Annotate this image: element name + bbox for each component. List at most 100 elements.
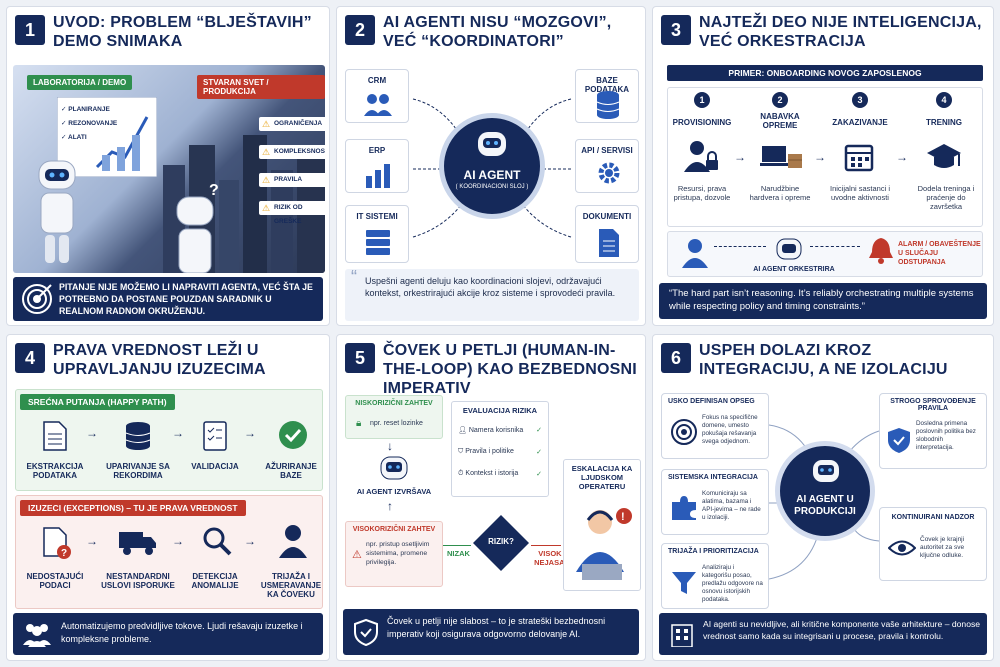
section-number: 2 <box>345 15 375 45</box>
laptop-box-icon <box>760 146 802 168</box>
integration-card: STROGO SPROVOĐENJE PRAVILA Dosledna prim… <box>879 393 987 469</box>
dashed-arrow <box>714 246 766 247</box>
integration-card: SISTEMSKA INTEGRACIJA Komuniciraju sa al… <box>661 469 769 535</box>
happy-path-group: SREĆNA PUTANJA (HAPPY PATH) EKSTRAKCIJA … <box>15 389 323 491</box>
coordinators-quote: “ Uspešni agenti deluju kao koordinacion… <box>345 268 639 321</box>
truck-icon <box>119 532 156 555</box>
person-icon <box>279 525 307 558</box>
section-number: 4 <box>15 343 45 373</box>
section-number: 6 <box>661 343 691 373</box>
section-title: Uvod: Problem “bljeŠtavih” demo snimaka <box>53 14 312 50</box>
step-number: 1 <box>694 92 710 108</box>
alarm-bell-icon <box>869 238 893 264</box>
check-icon: ✓ <box>536 427 542 434</box>
panel-human-in-the-loop: 5 Čovek u petlji (Human-in-the-loop) kao… <box>336 334 646 661</box>
warning-icon: ⚠ <box>352 549 362 561</box>
lab-item: ✓ PLANIRANJE <box>61 106 110 113</box>
arrow-right-icon: → <box>86 534 98 548</box>
confused-robot-icon: ? <box>176 183 219 273</box>
agent-executes-label: AI AGENT IZVRŠAVA <box>356 487 432 496</box>
magnifier-icon <box>203 527 232 556</box>
step-desc: Inicijalni sastanci i uvodne aktivnosti <box>829 184 891 202</box>
card-header: USKO DEFINISAN OPSEG <box>668 398 755 405</box>
high-risk-example: npr. pristup osetljivim sistemima, prome… <box>366 541 430 566</box>
warning-item: PRAVILA <box>259 173 325 187</box>
shield-icon <box>354 618 378 646</box>
low-branch-line <box>443 545 471 546</box>
quote-text: “The hard part isn’t reasoning. It’s rel… <box>669 288 974 312</box>
eval-item: ⛉ Pravila i politike✓ <box>458 448 542 456</box>
panel-intro: 1 Uvod: Problem “bljeŠtavih” demo snimak… <box>6 6 330 326</box>
section-title: Čovek u petlji (Human-in-the-loop) kao b… <box>383 342 637 397</box>
gear-icon <box>598 162 620 184</box>
arrow-right-icon: → <box>814 150 826 164</box>
orchestration-row: AI AGENT ORKESTRIRA ALARM / OBAVEŠTENJE … <box>667 231 983 277</box>
card-desc: Fokus na specifične domene, umesto pokuš… <box>702 414 758 445</box>
document-icon <box>599 229 619 257</box>
funnel-icon <box>672 572 696 594</box>
risk-evaluation-header: EVALUACIJA RIZIKA <box>462 406 538 415</box>
svg-text:?: ? <box>209 183 219 199</box>
missing-document-icon: ? <box>43 527 71 559</box>
escalation-box: ESKALACIJA KA LJUDSKOM OPERATERU ! <box>563 459 641 591</box>
section-title: AI agenti nisu “mozgovi”, već “koordinat… <box>383 14 612 50</box>
user-lock-icon <box>684 141 718 172</box>
onboarding-steps: 1 PROVISIONING Resursi, prava pristupa, … <box>667 87 983 227</box>
risk-diamond <box>473 515 529 571</box>
panel-integration: 6 Uspeh dolazi kroz integraciju, a ne iz… <box>652 334 994 661</box>
callout-text: Čovek u petlji nije slabost – to je stra… <box>387 616 606 639</box>
real-world-tag: STVARAN SVET / PRODUKCIJA <box>197 75 325 99</box>
hub-subtitle: ( KOORDINACIONI SLOJ ) <box>455 184 529 190</box>
production-agent-hub: AI AGENT U PRODUKCIJI <box>775 441 875 541</box>
ai-agent-hub: AI AGENT ( KOORDINACIONI SLOJ ) <box>439 113 545 219</box>
system-box-crm: CRM <box>345 69 409 123</box>
bar-chart-icon <box>366 164 390 188</box>
panel-exceptions: 4 Prava vrednost leži u upravljanju izuz… <box>6 334 330 661</box>
system-box-documents: DOKUMENTI <box>575 205 639 263</box>
integration-card: KONTINUIRANI NADZOR Čovek je krajnji aut… <box>879 507 987 581</box>
intro-callout-text: PITANJE NIJE MOŽEMO LI NAPRAVITI AGENTA,… <box>59 282 313 316</box>
check-circle-icon <box>279 421 307 449</box>
check-icon: ✓ <box>536 449 542 456</box>
lab-item: ✓ REZONOVANJE <box>61 120 118 127</box>
hub-title: AI AGENT <box>463 168 521 182</box>
high-branch-line <box>531 545 561 546</box>
check-icon: ✓ <box>536 471 542 478</box>
database-icon <box>596 91 620 119</box>
system-box-it: IT SISTEMI <box>345 205 409 263</box>
happy-path-header: SREĆNA PUTANJA (HAPPY PATH) <box>20 394 175 410</box>
arrow-right-icon: → <box>244 426 256 440</box>
checklist-icon <box>203 421 227 451</box>
hitl-callout: Čovek u petlji nije slabost – to je stra… <box>343 609 639 655</box>
system-box-erp: ERP <box>345 139 409 193</box>
exceptions-callout: Automatizujemo predvidljive tokove. Ljud… <box>13 613 323 655</box>
arrow-right-icon: → <box>172 426 184 440</box>
card-desc: Čovek je krajnji autoritet za sve ključn… <box>920 536 965 559</box>
robot-head-icon <box>478 132 506 156</box>
happy-step-label: VALIDACIJA <box>191 462 239 471</box>
panel-orchestration: 3 Najteži deo nije inteligencija, već or… <box>652 6 994 326</box>
arrow-right-icon: → <box>244 534 256 548</box>
arrow-right-icon: → <box>734 150 746 164</box>
step-desc: Dodela treninga i praćenje do završetka <box>917 184 975 211</box>
lab-demo-tag: LABORATORIJA / DEMO <box>27 75 133 90</box>
risk-question: RIZIK? <box>488 537 514 546</box>
alarm-label: ALARM / OBAVEŠTENJE U SLUČAJU ODSTUPANJA <box>898 241 981 266</box>
whiteboard-chart-icon <box>57 97 157 177</box>
card-header: STROGO SPROVOĐENJE PRAVILA <box>890 398 976 412</box>
step-desc: Narudžbine hardvera i opreme <box>749 184 811 202</box>
svg-text:?: ? <box>61 548 67 559</box>
callout-text: AI agenti su nevidljive, ali kritične ko… <box>703 619 981 641</box>
card-desc: Komuniciraju sa alatima, bazama i API-je… <box>702 490 761 521</box>
warning-item: OGRANIČENJA <box>259 117 325 131</box>
step-desc: Resursi, prava pristupa, dozvole <box>673 184 731 202</box>
low-branch-label: NIZAK <box>447 549 470 558</box>
eye-icon <box>888 540 916 556</box>
card-desc: Analiziraju i kategorišu posao, predlažu… <box>702 564 763 603</box>
employee-icon <box>682 239 708 268</box>
section-title: Prava vrednost leži u upravljanju izuzec… <box>53 342 266 378</box>
section-number: 5 <box>345 343 375 373</box>
section-number: 3 <box>661 15 691 45</box>
callout-text: Automatizujemo predvidljive tokove. Ljud… <box>61 621 303 644</box>
high-risk-request: VISOKORIZIČNI ZAHTEV ⚠ npr. pristup oset… <box>345 521 443 587</box>
